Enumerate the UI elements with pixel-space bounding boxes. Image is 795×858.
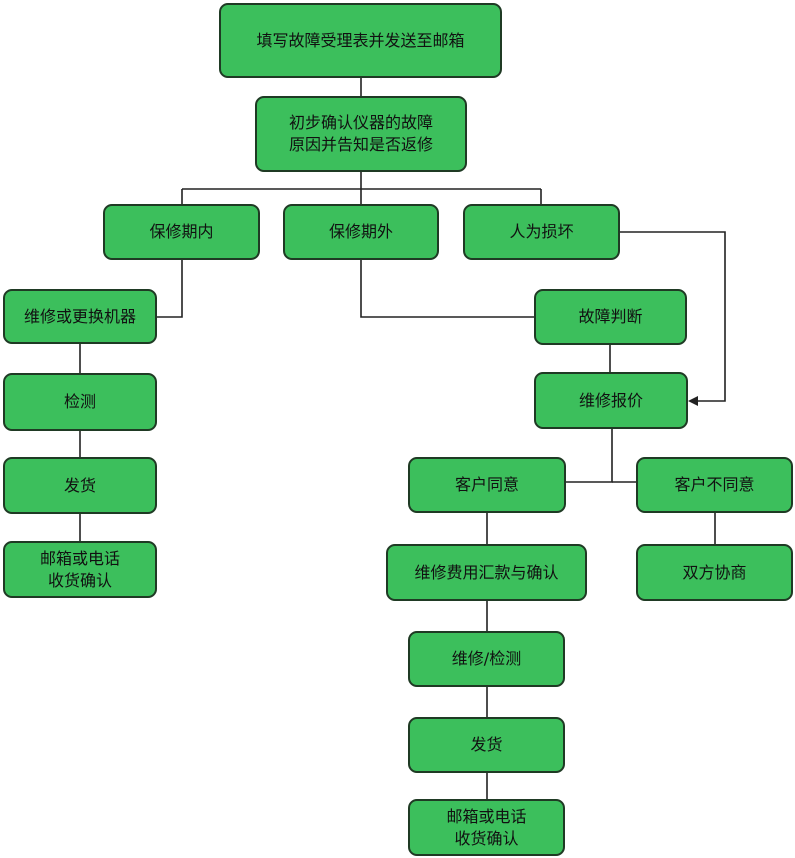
human-damage-node: 人为损坏: [463, 204, 620, 260]
customer-agree-node: 客户同意: [408, 457, 566, 513]
connector: [620, 231, 726, 402]
repair-inspection-node: 维修/检测: [408, 631, 565, 687]
inspection-left-node: 检测: [3, 373, 157, 431]
connector: [157, 260, 183, 318]
repair-replace-node: 维修或更换机器: [3, 289, 157, 344]
fill-form-node: 填写故障受理表并发送至邮箱: [219, 3, 502, 78]
confirm-receipt-right-node: 邮箱或电话 收货确认: [408, 799, 565, 856]
customer-disagree-node: 客户不同意: [636, 457, 793, 513]
arrowhead: [688, 396, 698, 406]
confirm-receipt-left-node: 邮箱或电话 收货确认: [3, 541, 157, 598]
ship-right-node: 发货: [408, 717, 565, 773]
initial-check-node: 初步确认仪器的故障 原因并告知是否返修: [255, 96, 467, 172]
fault-judgment-node: 故障判断: [534, 289, 687, 345]
payment-node: 维修费用汇款与确认: [386, 544, 587, 601]
in-warranty-node: 保修期内: [103, 204, 260, 260]
connector: [360, 260, 534, 318]
negotiate-node: 双方协商: [636, 544, 793, 601]
out-warranty-node: 保修期外: [283, 204, 439, 260]
repair-quote-node: 维修报价: [534, 372, 688, 429]
connector: [566, 429, 613, 483]
ship-left-node: 发货: [3, 457, 157, 514]
